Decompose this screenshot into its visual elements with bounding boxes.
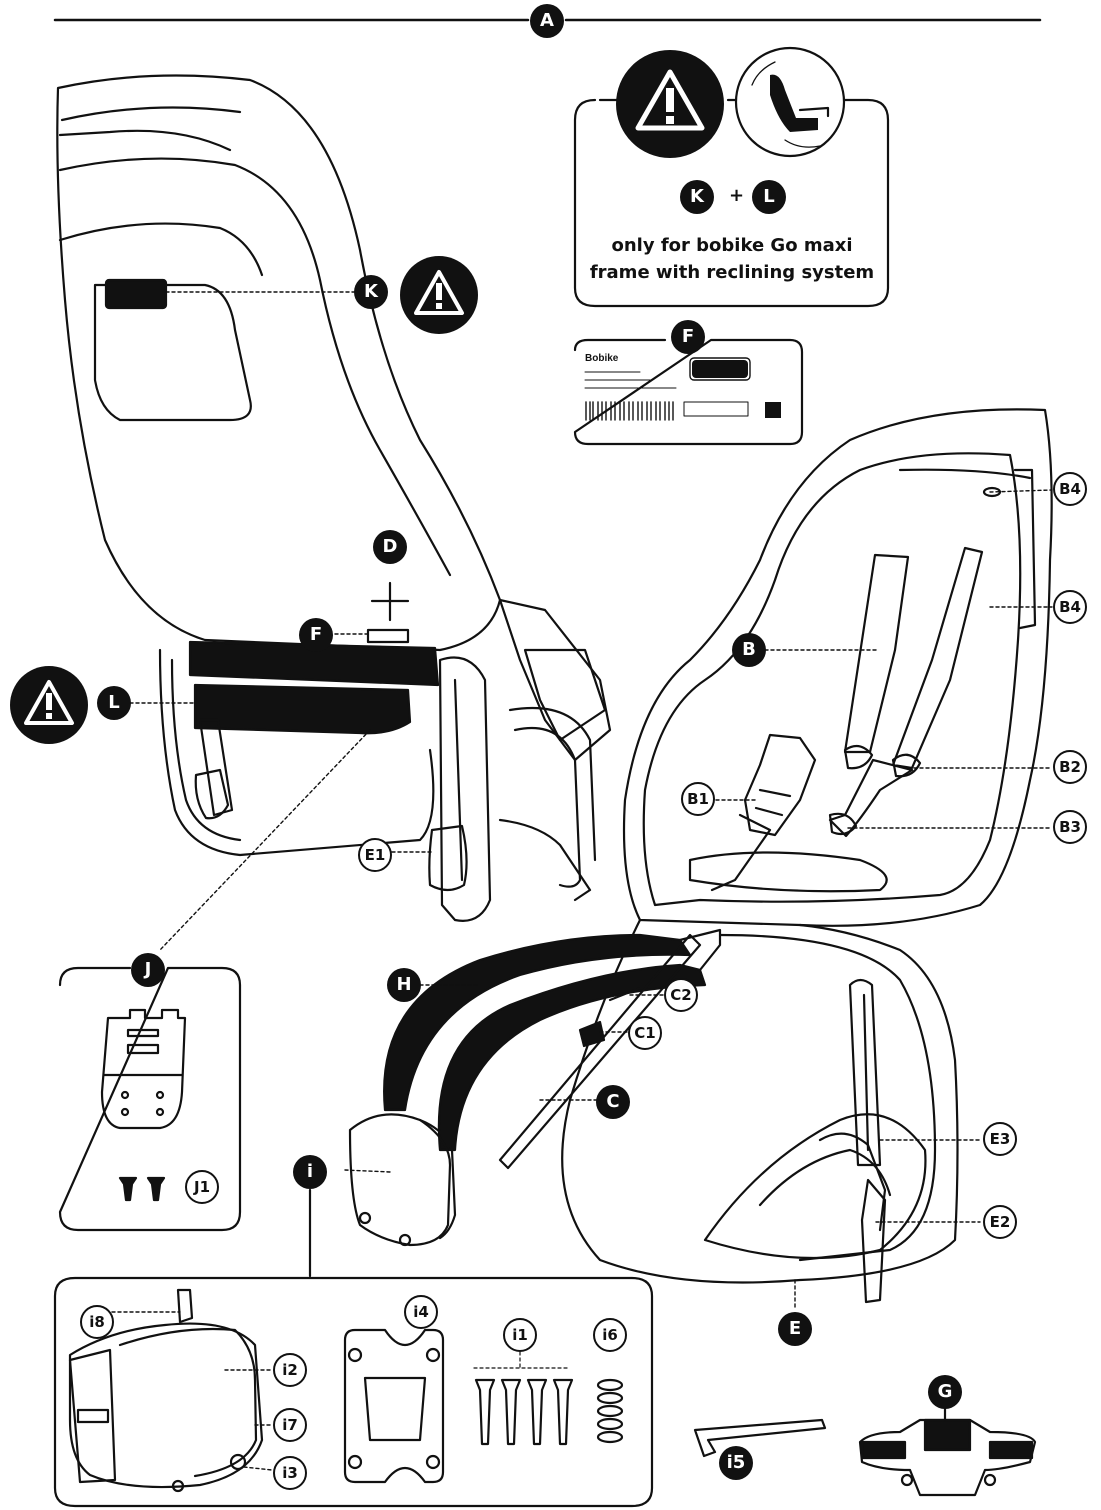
card-text-line1: only for bobike Go maxi — [611, 235, 853, 256]
label-i1: i1 — [503, 1318, 537, 1352]
sticker-brand: Bobike — [585, 353, 619, 364]
label-e3: E3 — [983, 1122, 1017, 1156]
fixing-buckle-g — [858, 1406, 1037, 1497]
label-f-seat: F — [299, 618, 333, 652]
label-f-sticker: F — [671, 320, 705, 354]
label-e2: E2 — [983, 1205, 1017, 1239]
warning-icon — [616, 50, 724, 158]
label-b: B — [732, 633, 766, 667]
label-b4-mid: B4 — [1053, 590, 1087, 624]
j-box-frame — [58, 966, 242, 1232]
label-b3: B3 — [1053, 810, 1087, 844]
warning-icon — [400, 256, 478, 334]
label-j1: J1 — [185, 1170, 219, 1204]
label-b2: B2 — [1053, 750, 1087, 784]
label-e: E — [778, 1312, 812, 1346]
hex-key-i5 — [693, 1418, 827, 1458]
label-c: C — [596, 1085, 630, 1119]
label-h: H — [387, 968, 421, 1002]
card-label-k: K — [680, 180, 714, 214]
warning-triangle-icon — [635, 69, 705, 131]
gs-certification-icon — [692, 360, 748, 378]
warning-icon — [10, 666, 88, 744]
label-e1: E1 — [358, 838, 392, 872]
label-b1: B1 — [681, 782, 715, 816]
label-c2: C2 — [664, 978, 698, 1012]
label-i5: i5 — [719, 1446, 753, 1480]
label-b4-top: B4 — [1053, 472, 1087, 506]
label-c1: C1 — [628, 1016, 662, 1050]
label-i3: i3 — [273, 1456, 307, 1490]
crotch-strap-c — [419, 933, 702, 1170]
label-a: A — [530, 4, 564, 38]
label-i6: i6 — [593, 1318, 627, 1352]
label-i7: i7 — [273, 1408, 307, 1442]
label-i2: i2 — [273, 1353, 307, 1387]
label-g: G — [928, 1375, 962, 1409]
warning-triangle-icon — [24, 680, 74, 725]
rear-seat-shell — [56, 74, 612, 951]
card-label-l: L — [752, 180, 786, 214]
label-l: L — [97, 686, 131, 720]
label-i: i — [293, 1155, 327, 1189]
stem-holder-i — [308, 1113, 457, 1278]
label-k: K — [354, 275, 388, 309]
card-text-line2: frame with reclining system — [589, 262, 875, 283]
label-d: D — [373, 530, 407, 564]
warning-triangle-icon — [414, 270, 464, 315]
label-i4: i4 — [404, 1295, 438, 1329]
front-seat-shell — [561, 408, 1053, 1311]
i-parts-box-frame — [53, 1276, 654, 1508]
qr-code-icon — [765, 402, 781, 418]
card-plus-sign: + — [729, 185, 745, 206]
label-j: J — [131, 953, 165, 987]
label-i8: i8 — [80, 1305, 114, 1339]
product-label-sticker — [573, 338, 804, 446]
